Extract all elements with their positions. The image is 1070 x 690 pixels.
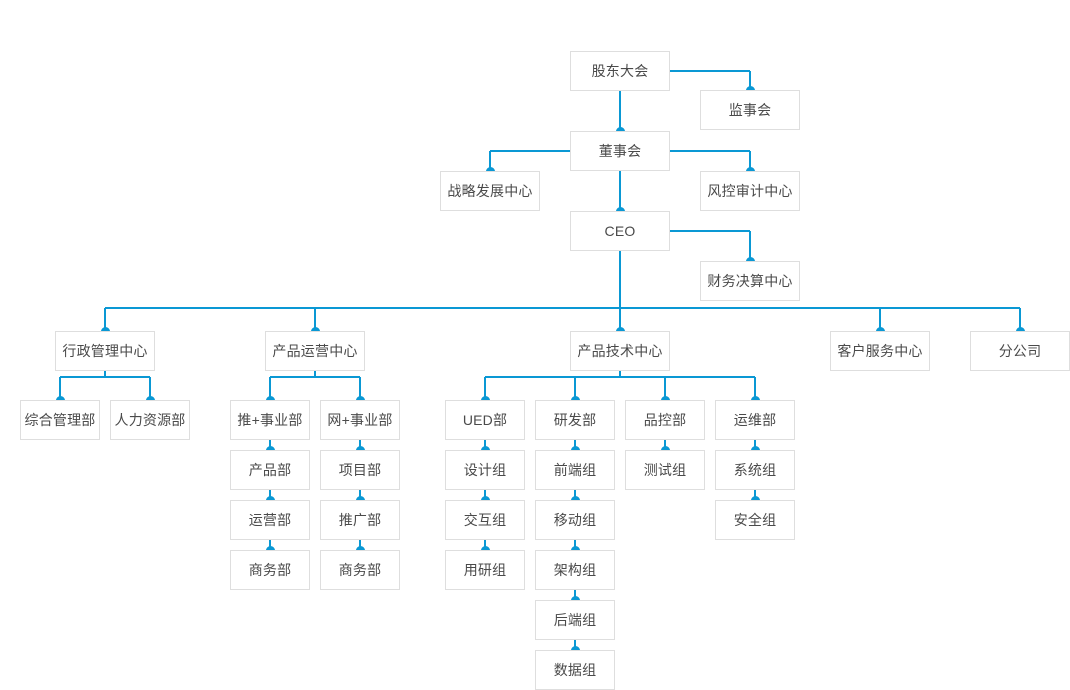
org-node-label: 产品运营中心	[272, 343, 358, 359]
org-node[interactable]: 运营部	[230, 500, 310, 540]
org-node[interactable]: 分公司	[970, 331, 1070, 371]
org-node[interactable]: 品控部	[625, 400, 705, 440]
org-node-label: 系统组	[733, 462, 777, 478]
org-node[interactable]: 战略发展中心	[440, 171, 540, 211]
org-node-label: 运维部	[733, 412, 777, 428]
org-node-label: 风控审计中心	[707, 183, 793, 199]
org-node[interactable]: 产品技术中心	[570, 331, 670, 371]
org-node-label: 品控部	[643, 412, 687, 428]
org-node[interactable]: 项目部	[320, 450, 400, 490]
org-node[interactable]: UED部	[445, 400, 525, 440]
org-node-label: 运营部	[248, 512, 292, 528]
org-node[interactable]: 数据组	[535, 650, 615, 690]
org-node-label: 监事会	[728, 102, 772, 118]
org-node[interactable]: 架构组	[535, 550, 615, 590]
org-node-label: 推+事业部	[237, 412, 303, 428]
org-node[interactable]: 后端组	[535, 600, 615, 640]
org-node-label: 用研组	[463, 562, 507, 578]
org-node[interactable]: CEO	[570, 211, 670, 251]
org-node-label: 后端组	[553, 612, 597, 628]
org-node[interactable]: 董事会	[570, 131, 670, 171]
org-node-label: 架构组	[553, 562, 597, 578]
org-node-label: 项目部	[338, 462, 382, 478]
org-node-label: 产品部	[248, 462, 292, 478]
org-node-label: 移动组	[553, 512, 597, 528]
org-node[interactable]: 测试组	[625, 450, 705, 490]
org-node-label: 推广部	[338, 512, 382, 528]
org-node[interactable]: 产品运营中心	[265, 331, 365, 371]
org-node-label: 数据组	[553, 662, 597, 678]
org-node[interactable]: 设计组	[445, 450, 525, 490]
org-node[interactable]: 商务部	[230, 550, 310, 590]
org-node[interactable]: 交互组	[445, 500, 525, 540]
org-node-label: 战略发展中心	[447, 183, 533, 199]
org-node-label: 商务部	[248, 562, 292, 578]
org-node[interactable]: 运维部	[715, 400, 795, 440]
org-node-label: 设计组	[463, 462, 507, 478]
org-node-label: UED部	[462, 412, 508, 428]
org-node-label: 网+事业部	[327, 412, 393, 428]
org-node[interactable]: 商务部	[320, 550, 400, 590]
org-node[interactable]: 财务决算中心	[700, 261, 800, 301]
org-node-label: CEO	[604, 223, 636, 239]
org-node-label: 人力资源部	[114, 412, 186, 428]
org-node[interactable]: 风控审计中心	[700, 171, 800, 211]
org-node-label: 交互组	[463, 512, 507, 528]
org-node[interactable]: 推+事业部	[230, 400, 310, 440]
org-node[interactable]: 客户服务中心	[830, 331, 930, 371]
org-node-label: 安全组	[733, 512, 777, 528]
org-node[interactable]: 综合管理部	[20, 400, 100, 440]
org-node-label: 商务部	[338, 562, 382, 578]
org-node[interactable]: 行政管理中心	[55, 331, 155, 371]
org-node[interactable]: 移动组	[535, 500, 615, 540]
org-node[interactable]: 安全组	[715, 500, 795, 540]
org-node-label: 客户服务中心	[837, 343, 923, 359]
org-node[interactable]: 网+事业部	[320, 400, 400, 440]
org-node-label: 行政管理中心	[62, 343, 148, 359]
org-node-label: 董事会	[598, 143, 642, 159]
org-node-label: 财务决算中心	[707, 273, 793, 289]
org-node-label: 研发部	[553, 412, 597, 428]
org-node[interactable]: 用研组	[445, 550, 525, 590]
org-node[interactable]: 股东大会	[570, 51, 670, 91]
org-node[interactable]: 产品部	[230, 450, 310, 490]
org-node[interactable]: 系统组	[715, 450, 795, 490]
org-node-label: 产品技术中心	[577, 343, 663, 359]
org-node[interactable]: 研发部	[535, 400, 615, 440]
org-node[interactable]: 推广部	[320, 500, 400, 540]
org-node-label: 分公司	[998, 343, 1042, 359]
org-node-label: 综合管理部	[24, 412, 96, 428]
org-node-label: 股东大会	[591, 63, 649, 79]
org-node-label: 前端组	[553, 462, 597, 478]
org-node-label: 测试组	[643, 462, 687, 478]
org-node[interactable]: 监事会	[700, 90, 800, 130]
org-node[interactable]: 人力资源部	[110, 400, 190, 440]
org-node[interactable]: 前端组	[535, 450, 615, 490]
